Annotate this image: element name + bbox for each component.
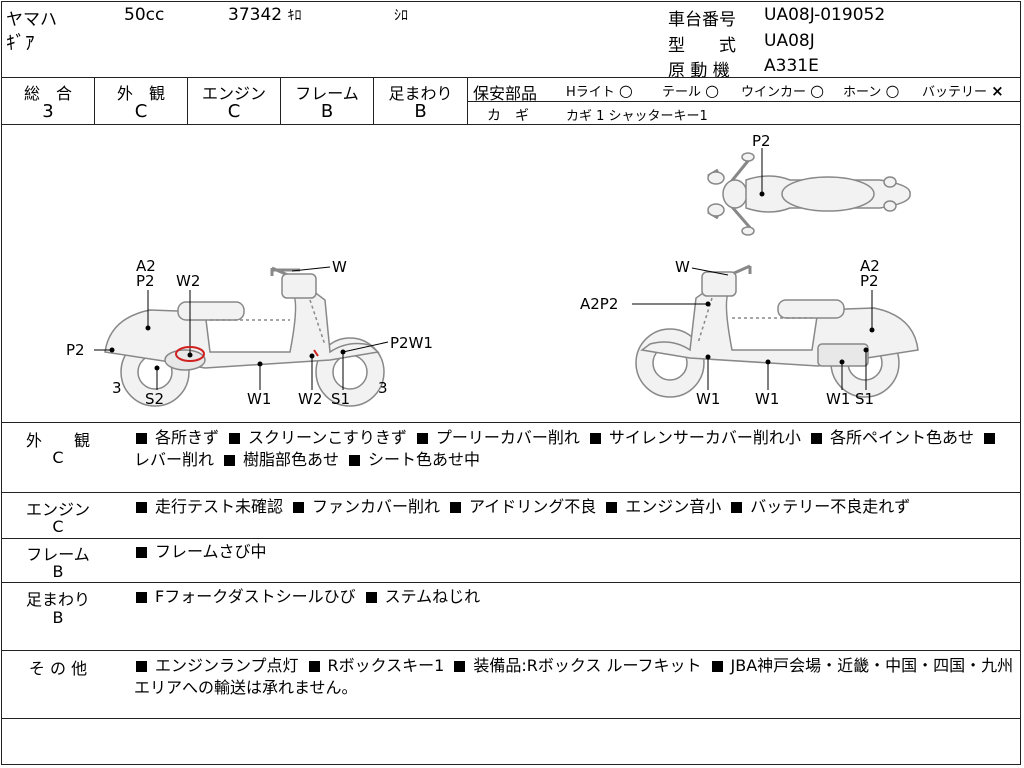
divider [467, 77, 468, 124]
remark-frame-grade: B [52, 562, 64, 581]
color: ｼﾛ [394, 8, 408, 24]
frame-no-label: 車台番号 [668, 10, 736, 30]
maker: ヤマハ [6, 10, 57, 30]
divider [1, 492, 1021, 493]
diag-left-a2: A2 [136, 257, 156, 275]
divider [280, 77, 281, 124]
diag-left-3-left: 3 [112, 379, 122, 397]
diag-left-p2w1: P2W1 [390, 334, 433, 352]
key-label: カ ギ [487, 108, 529, 124]
safety-horn: ホーン ○ [843, 81, 900, 100]
diag-left-p2-front: P2 [66, 341, 85, 359]
engine-label: 原 動 機 [668, 61, 730, 81]
divider [1, 124, 1021, 125]
grade-suspension-label: 足まわり [388, 84, 453, 103]
scooter-right-view [635, 264, 919, 398]
remark-engine-label: エンジン [25, 500, 90, 519]
damage-marks [175, 346, 319, 362]
diag-left-3-right: 3 [378, 379, 388, 397]
grade-engine-label: エンジン [201, 84, 266, 103]
grade-suspension-value: B [414, 101, 427, 122]
diag-right-w1-b: W1 [755, 390, 779, 408]
remark-exterior-grade: C [52, 448, 64, 467]
remark-other-label: そ の 他 [28, 659, 88, 678]
diag-right-w1-c: W1 [826, 390, 850, 408]
diag-left-w1: W1 [247, 390, 271, 408]
safety-battery: バッテリー × [922, 82, 1004, 100]
grade-exterior-label: 外 観 [116, 84, 165, 103]
remark-frame-text: フレームさび中 [134, 541, 1014, 563]
diag-right-p2: P2 [860, 272, 879, 290]
grade-frame-value: B [320, 101, 334, 122]
remark-exterior-label: 外 観 [25, 431, 90, 450]
divider [1, 422, 1021, 423]
scooter-top-view [707, 152, 911, 236]
divider [373, 77, 374, 124]
divider [467, 101, 1021, 102]
safety-headlight: Hライト ○ [566, 81, 633, 100]
diag-left-w2-bottom: W2 [298, 390, 322, 408]
divider [1, 718, 1021, 719]
diag-right-s1: S1 [855, 390, 874, 408]
divider [1, 538, 1021, 539]
diag-right-w: W [675, 258, 690, 276]
divider [1, 582, 1021, 583]
remark-exterior-text: 各所きずスクリーンこすりきずプーリーカバー削れサイレンサーカバー削れ小各所ペイン… [134, 427, 1014, 471]
engine: A331E [764, 56, 819, 76]
diag-left-p2-top: P2 [136, 272, 155, 290]
divider [94, 77, 95, 124]
safety-tail: テール ○ [662, 81, 720, 100]
safety-winker: ウインカー ○ [741, 81, 825, 100]
diag-left-s1: S1 [331, 390, 350, 408]
grade-engine-value: C [227, 101, 241, 122]
safety-label: 保安部品 [473, 84, 538, 103]
type: UA08J [764, 31, 815, 51]
remark-frame-label: フレーム [26, 545, 90, 564]
remark-suspension-label: 足まわり [25, 590, 90, 609]
diag-top-p2: P2 [752, 132, 771, 150]
grade-exterior-value: C [134, 101, 148, 122]
divider [187, 77, 188, 124]
diag-left-w2-top: W2 [176, 272, 200, 290]
model-name: ｷﾞｱ [6, 32, 35, 54]
scooter-left-view [104, 266, 385, 407]
diag-right-a2: A2 [860, 257, 880, 275]
grade-overall-label: 総 合 [23, 84, 72, 103]
grade-frame-label: フレーム [295, 84, 359, 103]
diag-right-w1-a: W1 [696, 390, 720, 408]
mileage: 37342 ｷﾛ [228, 5, 302, 25]
damage-diagram: P2 A2 P2 W2 W P2 P2W1 3 3 S2 W1 W2 S1 W … [66, 132, 919, 408]
frame-no: UA08J-019052 [764, 5, 886, 25]
remark-suspension-grade: B [52, 608, 64, 627]
diag-right-a2p2: A2P2 [580, 295, 618, 313]
key-value: カギ 1 シャッターキー1 [566, 109, 708, 124]
displacement: 50cc [124, 5, 165, 25]
divider [1, 77, 1021, 78]
diag-left-s2: S2 [145, 390, 164, 408]
type-label: 型 式 [668, 36, 736, 56]
remark-suspension-text: Fフォークダストシールひびステムねじれ [134, 586, 1014, 608]
diag-left-w: W [332, 258, 347, 276]
grade-overall-value: 3 [42, 101, 54, 122]
remark-engine-text: 走行テスト未確認ファンカバー削れアイドリング不良エンジン音小バッテリー不良走れず [134, 496, 1014, 518]
divider [1, 650, 1021, 651]
remark-engine-grade: C [52, 517, 64, 536]
